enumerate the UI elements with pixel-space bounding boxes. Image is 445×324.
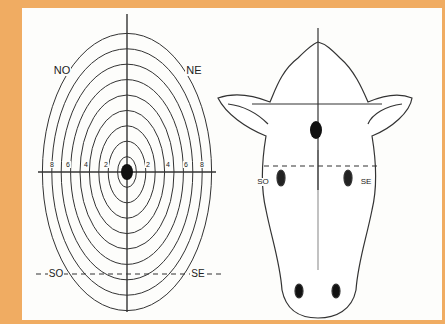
- left-eye: [277, 170, 285, 186]
- quadrant-label: SE: [190, 269, 205, 279]
- cow-head: [218, 28, 412, 318]
- horizontal-axis: [252, 103, 382, 104]
- target: [36, 14, 222, 312]
- dashed-line: [264, 165, 378, 166]
- scale-number: 8: [49, 161, 55, 168]
- quadrant-label: NO: [53, 65, 72, 76]
- vertical-axis: [126, 14, 127, 312]
- scale-number: 6: [65, 161, 71, 168]
- head-outline: [218, 42, 412, 318]
- scale-number: 8: [199, 161, 205, 168]
- right-ear-line: [368, 104, 402, 124]
- left-nostril: [295, 284, 303, 298]
- target-dot: [310, 121, 322, 139]
- scale-number: 6: [183, 161, 189, 168]
- scale-number: 4: [165, 161, 171, 168]
- center-dot: [121, 164, 133, 180]
- scale-number: 2: [103, 161, 109, 168]
- left-ear-line: [228, 104, 268, 124]
- quadrant-label: SO: [48, 269, 64, 279]
- eye-label: SO: [256, 178, 270, 186]
- face-line: [318, 150, 319, 270]
- right-nostril: [332, 284, 340, 298]
- quadrant-label: NE: [185, 65, 202, 76]
- eye-label: SE: [360, 178, 373, 186]
- scale-number: 4: [83, 161, 89, 168]
- right-eye: [344, 170, 352, 186]
- scale-number: 2: [145, 161, 151, 168]
